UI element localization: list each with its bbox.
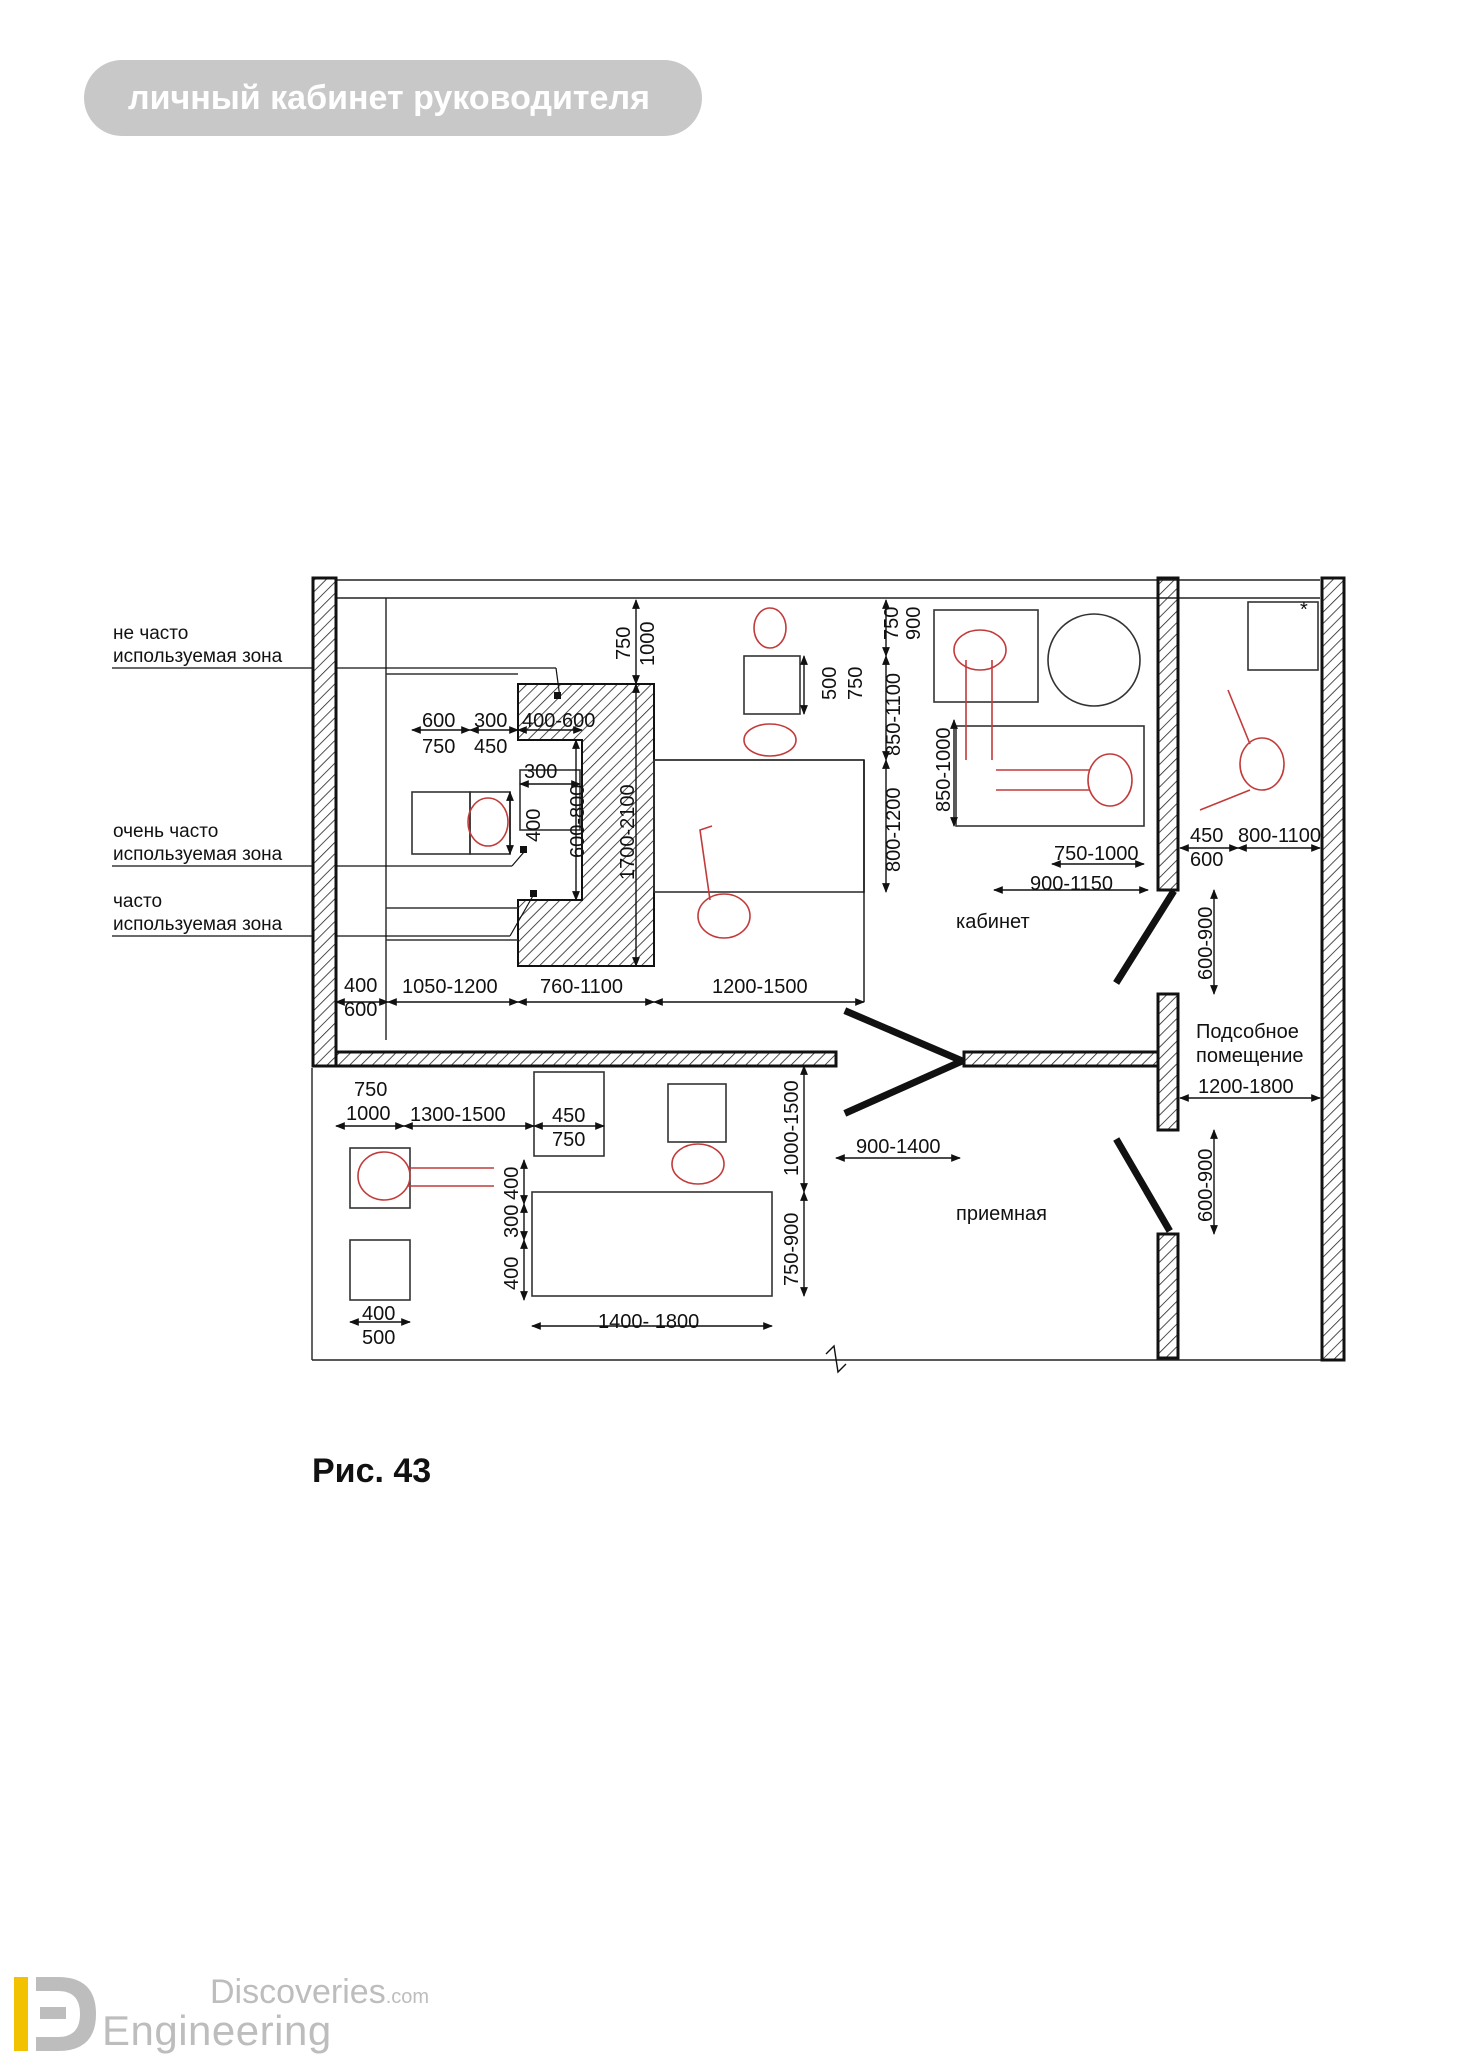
dim-400-bottom: 400 [362, 1303, 395, 1325]
dim-900-armchair: 900 [903, 607, 925, 640]
dim-450: 450 [1190, 825, 1223, 847]
dim-1300-1500: 1300-1500 [410, 1104, 506, 1126]
dim-1200-1500: 1200-1500 [712, 976, 808, 998]
dim-750: 750 [422, 736, 455, 758]
dimension-lines [335, 599, 1321, 1330]
walls [311, 576, 1346, 1362]
dim-800-1100: 800-1100 [1238, 825, 1321, 847]
room-utility-line1: Подсобное [1196, 1021, 1299, 1043]
dim-450-rec: 450 [552, 1105, 585, 1127]
room-reception: приемная [956, 1203, 1047, 1225]
dim-300-b: 300 [501, 1205, 523, 1238]
room-utility-line2: помещение [1196, 1045, 1304, 1067]
dim-500-bottom: 500 [362, 1327, 395, 1349]
zone-rare-line2: используемая зона [113, 646, 283, 667]
dim-750-chair: 750 [845, 667, 867, 700]
dim-400-c: 400 [501, 1257, 523, 1290]
zone-dots [520, 692, 561, 897]
dim-1050-1200: 1050-1200 [402, 976, 498, 998]
thin-outline [311, 579, 1344, 1361]
dim-1000-1500: 1000-1500 [781, 1080, 803, 1176]
dim-1000-top: 1000 [637, 622, 659, 667]
dim-400-600-desk: 400-600 [522, 710, 595, 732]
dim-600-left: 600 [344, 999, 377, 1021]
dim-850-1100: 850-1100 [883, 673, 905, 756]
dim-300-small: 300 [524, 761, 557, 783]
asterisk-mark: * [1300, 599, 1308, 621]
dim-1400-1800: 1400- 1800 [598, 1311, 699, 1333]
dim-300: 300 [474, 710, 507, 732]
page-title: личный кабинет руководителя [84, 60, 702, 136]
zone-very-frequent-line1: очень часто [113, 821, 218, 842]
zone-very-frequent-line2: используемая зона [113, 844, 283, 865]
logo-sub: Engineering [102, 2007, 332, 2054]
dim-450: 450 [474, 736, 507, 758]
site-logo: Discoveries.com Engineering [10, 1965, 470, 2060]
doors [843, 889, 1177, 1233]
dim-750-rec: 750 [354, 1079, 387, 1101]
dim-400-left: 400 [344, 975, 377, 997]
dim-600-900-a: 600-900 [1195, 907, 1217, 980]
dim-900-1150: 900-1150 [1030, 873, 1113, 895]
dim-800-1200: 800-1200 [883, 787, 905, 872]
dim-600: 600 [1190, 849, 1223, 871]
zone-frequent-line1: часто [113, 891, 162, 912]
zone-frequent-line2: используемая зона [113, 914, 283, 935]
dim-900-1400: 900-1400 [856, 1136, 941, 1158]
dim-850-1000: 850-1000 [933, 727, 955, 812]
dim-600-900-b: 600-900 [1195, 1149, 1217, 1222]
dim-400-a: 400 [501, 1167, 523, 1200]
dim-1000-rec: 1000 [346, 1103, 391, 1125]
dim-600-800: 600-800 [567, 785, 589, 858]
zone-leaders [112, 667, 561, 937]
dim-750-armchair: 750 [881, 607, 903, 640]
dim-750-1000-arm: 750-1000 [1054, 843, 1139, 865]
logo-brand: Discoveries.com [210, 1973, 430, 2011]
dim-600: 600 [422, 710, 455, 732]
dim-500: 500 [819, 667, 841, 700]
dim-750-top: 750 [613, 627, 635, 660]
dim-1200-1800: 1200-1800 [1198, 1076, 1294, 1098]
dim-400-small: 400 [523, 809, 545, 842]
break-mark [825, 1344, 847, 1374]
figure-caption: Рис. 43 [312, 1452, 432, 1490]
room-office: кабинет [956, 911, 1030, 933]
dim-1700-2100: 1700-2100 [617, 784, 639, 880]
logo-mark-icon [14, 1977, 96, 2051]
dim-760-1100: 760-1100 [540, 976, 623, 998]
dim-750-rec2: 750 [552, 1129, 585, 1151]
zone-rare-line1: не часто [113, 623, 188, 644]
dim-750-900-rec: 750-900 [781, 1213, 803, 1286]
